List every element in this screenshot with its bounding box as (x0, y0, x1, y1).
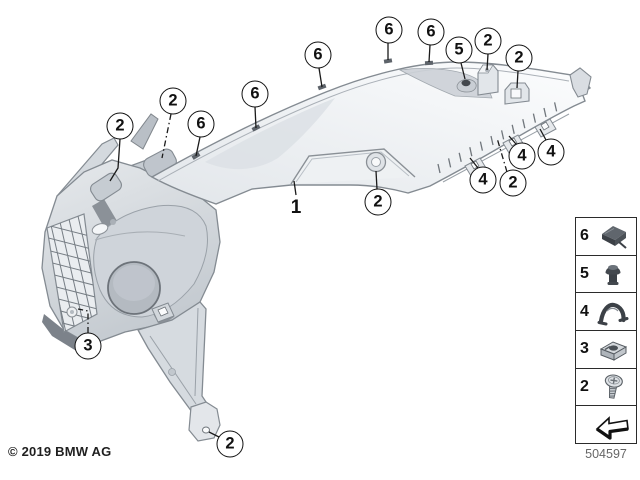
legend-item-2[interactable]: 2 (576, 368, 636, 407)
leader-line (109, 138, 121, 182)
diagram-number: 504597 (585, 447, 627, 461)
callout-4[interactable]: 4 (508, 142, 536, 170)
callout-2[interactable]: 2 (505, 44, 533, 72)
leader-line (293, 180, 297, 196)
mount-pad (143, 148, 177, 178)
leader-line (375, 170, 378, 190)
callout-6[interactable]: 6 (187, 110, 215, 138)
callout-4[interactable]: 4 (469, 166, 497, 194)
legend-item-3[interactable]: 3 (576, 331, 636, 369)
callout-2[interactable]: 2 (106, 112, 134, 140)
callout-1[interactable]: 1 (290, 197, 302, 218)
legend-item-label: 6 (580, 227, 589, 245)
spring-clip-icon (595, 297, 631, 327)
speed-nut-icon (595, 334, 631, 364)
callout-2[interactable]: 2 (216, 430, 244, 458)
edge-clip-icon (595, 221, 631, 251)
legend-item-label: 2 (580, 378, 589, 396)
callout-6[interactable]: 6 (417, 18, 445, 46)
legend-item-arrow[interactable] (576, 406, 636, 444)
legend-box: 6 5 4 3 2 (575, 217, 637, 444)
callout-2[interactable]: 2 (474, 27, 502, 55)
leader-line (254, 106, 257, 129)
legend-item-label: 4 (580, 302, 589, 320)
callout-6[interactable]: 6 (375, 16, 403, 44)
callout-6[interactable]: 6 (241, 80, 269, 108)
leader-line (161, 113, 172, 159)
front-section-shape (41, 113, 221, 352)
direction-arrow-icon (595, 410, 631, 440)
leader-line (516, 70, 519, 89)
leader-line (460, 62, 466, 80)
leader-line (77, 308, 89, 333)
copyright-text: © 2019 BMW AG (8, 444, 112, 459)
callout-6[interactable]: 6 (304, 41, 332, 69)
callout-2[interactable]: 2 (364, 188, 392, 216)
leader-line (469, 157, 479, 169)
screw-icon (595, 372, 631, 402)
leader-line (539, 128, 547, 141)
mount-pad (89, 172, 123, 202)
callout-2[interactable]: 2 (499, 169, 527, 197)
leg-shape (137, 301, 221, 442)
legend-body: 6 5 4 3 2 (576, 218, 636, 444)
leader-line (428, 44, 431, 63)
leader-line (486, 53, 489, 71)
callout-2[interactable]: 2 (159, 87, 187, 115)
grommet-icon (595, 259, 631, 289)
callout-5[interactable]: 5 (445, 36, 473, 64)
legend-item-5[interactable]: 5 (576, 255, 636, 294)
callout-4[interactable]: 4 (537, 138, 565, 166)
legend-item-6[interactable]: 6 (576, 218, 636, 256)
legend-item-label: 5 (580, 265, 589, 282)
legend-item-4[interactable]: 4 (576, 293, 636, 332)
leader-line (496, 137, 508, 173)
leader-line (318, 67, 323, 88)
leader-line (508, 135, 517, 145)
leader-line (195, 136, 201, 157)
callout-3[interactable]: 3 (74, 332, 102, 360)
legend-item-label: 3 (580, 340, 589, 358)
